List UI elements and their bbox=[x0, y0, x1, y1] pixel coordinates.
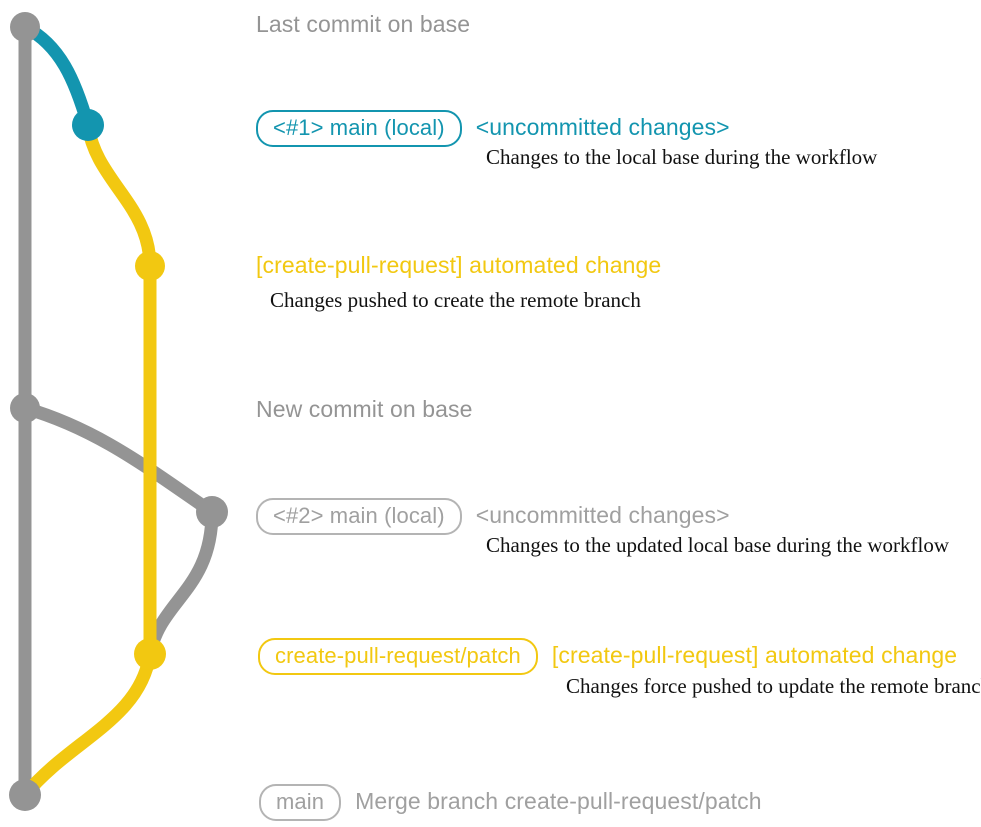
row-local-main-2: <#2> main (local) <uncommitted changes> bbox=[256, 498, 730, 535]
row-automated-change-2: create-pull-request/patch [create-pull-r… bbox=[258, 638, 957, 675]
subtext-automated-change-2: Changes force pushed to update the remot… bbox=[566, 674, 981, 698]
commit-node-merge bbox=[9, 779, 41, 811]
subtext-local-main-2: Changes to the updated local base during… bbox=[486, 533, 950, 557]
badge-create-pull-request-patch[interactable]: create-pull-request/patch bbox=[258, 638, 538, 675]
commit-nodes bbox=[9, 12, 228, 811]
row-last-commit-on-base: Last commit on base bbox=[256, 11, 470, 37]
edge-local2-to-patch2 bbox=[143, 505, 219, 661]
commit-node-local-1 bbox=[72, 109, 104, 141]
commit-node-local-2 bbox=[196, 496, 228, 528]
note-automated-change-2: [create-pull-request] automated change bbox=[551, 642, 958, 668]
row-local-main-1: <#1> main (local) <uncommitted changes> bbox=[256, 110, 730, 147]
headline-new-commit-on-base: New commit on base bbox=[256, 396, 473, 422]
subtext-local-main-1: Changes to the local base during the wor… bbox=[486, 145, 878, 169]
badge-local-main-2[interactable]: <#2> main (local) bbox=[256, 498, 462, 535]
row-automated-change-1: [create-pull-request] automated change bbox=[256, 252, 661, 278]
commit-node-patch-1 bbox=[135, 251, 165, 281]
commit-node-base-top bbox=[10, 12, 40, 42]
commit-node-base-new bbox=[10, 393, 40, 423]
row-new-commit-on-base: New commit on base bbox=[256, 396, 473, 422]
subtext-automated-change-1: Changes pushed to create the remote bran… bbox=[270, 288, 641, 312]
headline-last-commit-on-base: Last commit on base bbox=[256, 11, 471, 37]
note-uncommitted-changes-2: <uncommitted changes> bbox=[475, 502, 730, 528]
edge-local1-to-patch1 bbox=[81, 118, 157, 273]
edge-base-to-local2 bbox=[18, 401, 219, 519]
edge-base-to-local1 bbox=[18, 20, 95, 132]
badge-main[interactable]: main bbox=[259, 784, 342, 821]
row-merge-commit: main Merge branch create-pull-request/pa… bbox=[259, 784, 762, 821]
commit-node-patch-2 bbox=[134, 638, 166, 670]
headline-automated-change-1: [create-pull-request] automated change bbox=[256, 252, 662, 278]
note-uncommitted-changes-1: <uncommitted changes> bbox=[475, 114, 730, 140]
edge-patch2-to-merge bbox=[18, 647, 157, 802]
note-merge-branch: Merge branch create-pull-request/patch bbox=[355, 788, 762, 814]
badge-local-main-1[interactable]: <#1> main (local) bbox=[256, 110, 462, 147]
